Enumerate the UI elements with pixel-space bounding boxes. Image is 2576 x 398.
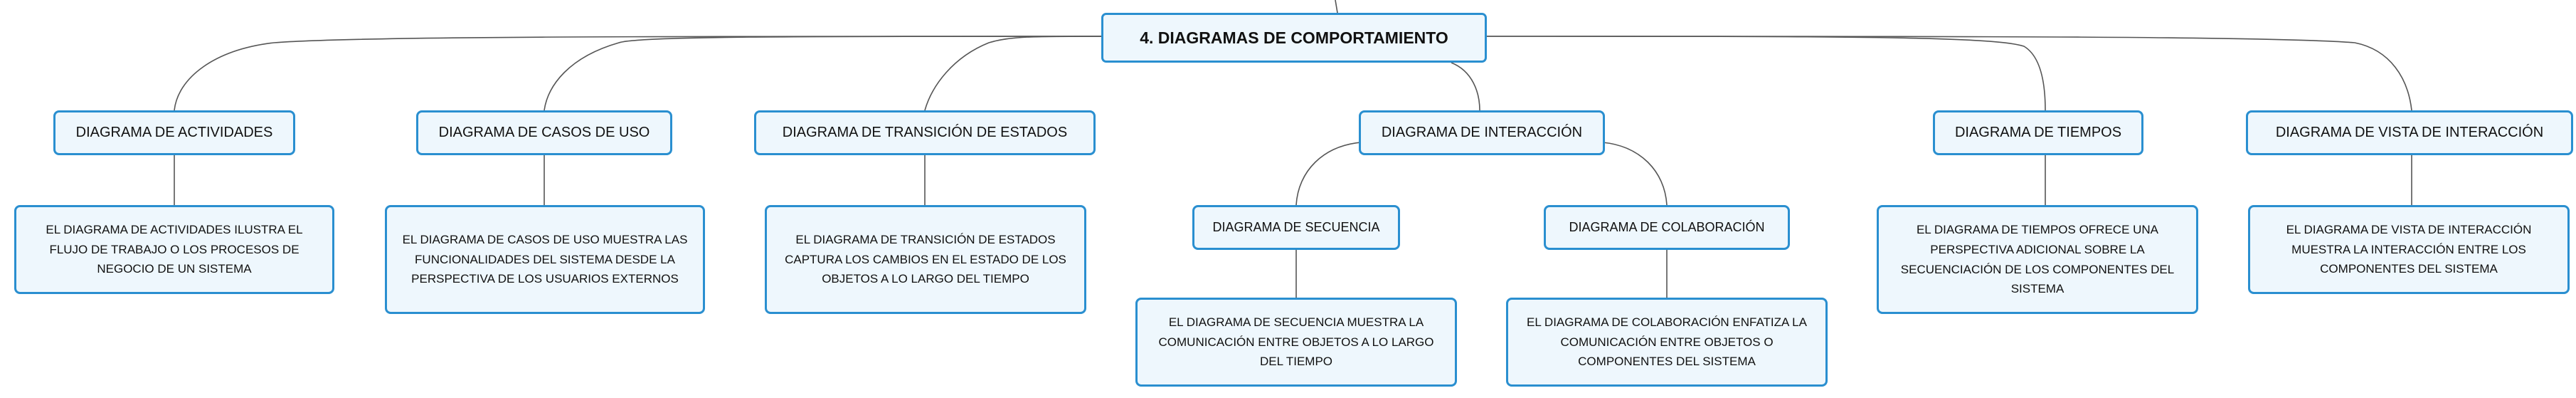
connector-root-vista [1486, 36, 2412, 111]
node-diagrama-actividades[interactable]: DIAGRAMA DE ACTIVIDADES [53, 110, 295, 155]
node-diagrama-secuencia[interactable]: DIAGRAMA DE SECUENCIA [1192, 205, 1400, 250]
node-diagrama-interaccion[interactable]: DIAGRAMA DE INTERACCIÓN [1359, 110, 1605, 155]
desc-diagrama-actividades[interactable]: EL DIAGRAMA DE ACTIVIDADES ILUSTRA EL FL… [14, 205, 334, 294]
node-diagrama-tiempos[interactable]: DIAGRAMA DE TIEMPOS [1933, 110, 2143, 155]
node-diagrama-transicion[interactable]: DIAGRAMA DE TRANSICIÓN DE ESTADOS [754, 110, 1096, 155]
connector-root-interaccion [1451, 62, 1480, 111]
desc-diagrama-vista-interaccion[interactable]: EL DIAGRAMA DE VISTA DE INTERACCIÓN MUES… [2248, 205, 2570, 294]
connector-root-tiempos [1486, 36, 2046, 111]
connector-interaccion-colaboracion [1602, 142, 1668, 206]
desc-diagrama-colaboracion[interactable]: EL DIAGRAMA DE COLABORACIÓN ENFATIZA LA … [1506, 298, 1828, 387]
desc-diagrama-transicion[interactable]: EL DIAGRAMA DE TRANSICIÓN DE ESTADOS CAP… [765, 205, 1086, 314]
node-diagrama-colaboracion[interactable]: DIAGRAMA DE COLABORACIÓN [1544, 205, 1790, 250]
connector-root-actividades [174, 36, 1102, 111]
node-diagrama-vista-interaccion[interactable]: DIAGRAMA DE VISTA DE INTERACCIÓN [2246, 110, 2573, 155]
desc-diagrama-tiempos[interactable]: EL DIAGRAMA DE TIEMPOS OFRECE UNA PERSPE… [1877, 205, 2198, 314]
connector-top [1335, 0, 1338, 14]
desc-diagrama-casos-uso[interactable]: EL DIAGRAMA DE CASOS DE USO MUESTRA LAS … [385, 205, 705, 314]
connector-root-transicion [924, 36, 1102, 111]
node-diagrama-casos-uso[interactable]: DIAGRAMA DE CASOS DE USO [416, 110, 672, 155]
connector-root-casos-uso [544, 36, 1102, 111]
root-node[interactable]: 4. DIAGRAMAS DE COMPORTAMIENTO [1101, 13, 1487, 63]
connector-interaccion-secuencia [1295, 142, 1362, 206]
desc-diagrama-secuencia[interactable]: EL DIAGRAMA DE SECUENCIA MUESTRA LA COMU… [1135, 298, 1457, 387]
